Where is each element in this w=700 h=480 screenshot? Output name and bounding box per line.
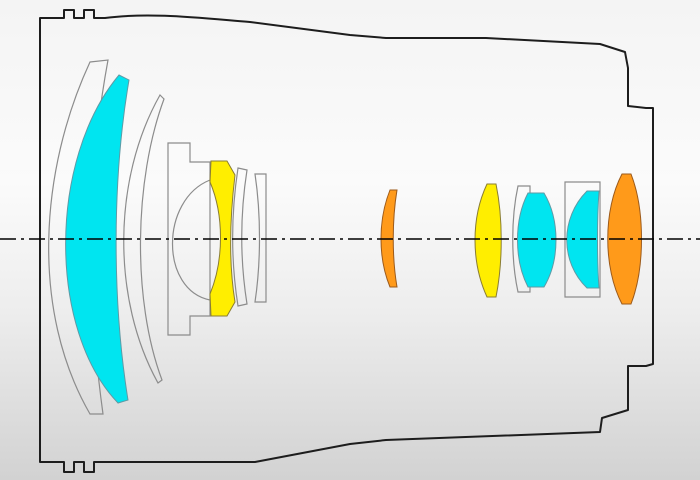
rear-aspherical-element-1: [517, 192, 557, 288]
rear-group-element-2: [564, 181, 601, 298]
ed-rear-element: [474, 183, 502, 298]
thin-element-2: [254, 173, 267, 303]
second-meniscus-element: [123, 94, 165, 384]
rear-group-element: [512, 185, 531, 293]
thin-element-1: [232, 167, 248, 307]
cemented-group-front-element: [167, 142, 211, 336]
lens-barrel-outline: [39, 9, 654, 473]
ed-front-element: [209, 160, 236, 317]
